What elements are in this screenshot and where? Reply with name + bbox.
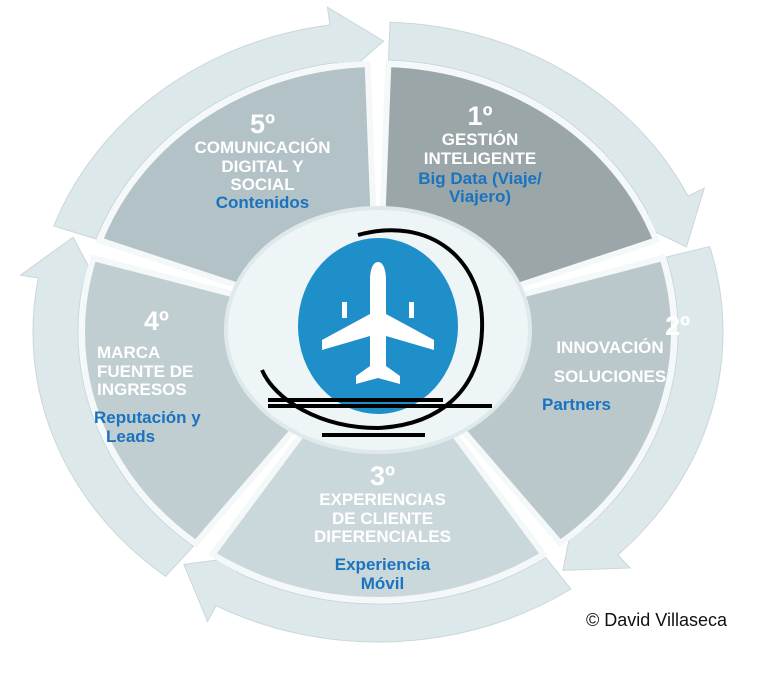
ring-arrow [562, 245, 724, 571]
step-detail: Big Data (Viaje/ [418, 168, 542, 188]
step-title: DIFERENCIALES [314, 526, 451, 546]
airplane-icon [322, 262, 434, 384]
segment-step-3 [208, 326, 548, 603]
ring-arrow [183, 555, 572, 643]
step-number: 5º [250, 109, 275, 139]
step-title: COMUNICACIÓN [194, 138, 331, 158]
step-title: GESTIÓN [441, 130, 519, 150]
step-title: INTELIGENTE [423, 148, 537, 168]
step-number: 4º [144, 306, 169, 336]
step-detail: Contenidos [215, 193, 310, 213]
track-decoration [260, 228, 492, 437]
ring-arrow [19, 236, 195, 577]
step-detail: Móvil [360, 573, 405, 593]
step-1: 1º GESTIÓN INTELIGENTE Big Data (Viaje/ … [395, 101, 565, 207]
step-detail: Viajero) [448, 187, 512, 207]
step-number: 2º [665, 311, 690, 341]
step-title: DE CLIENTE [331, 508, 434, 528]
step-number: 1º [467, 101, 493, 131]
step-title: MARCA [97, 343, 161, 363]
outer-arrow-ring [19, 6, 724, 643]
step-2: 2º INNOVACIÓN SOLUCIONES Partners [520, 311, 700, 414]
step-title: FUENTE DE [97, 361, 194, 381]
ring-arrow [53, 6, 385, 240]
step-detail: Partners [542, 394, 611, 414]
step-title: INGRESOS [97, 379, 187, 399]
step-5: 5º COMUNICACIÓN DIGITAL Y SOCIAL Conteni… [170, 109, 355, 213]
step-title: INNOVACIÓN [556, 338, 664, 358]
step-3: 3º EXPERIENCIAS DE CLIENTE DIFERENCIALES… [290, 461, 475, 593]
step-4: 4º MARCA FUENTE DE INGRESOS Reputación y… [82, 306, 252, 446]
step-title: SOLUCIONES [553, 366, 667, 386]
copyright-text: © David Villaseca [586, 610, 727, 630]
step-detail: Experiencia [334, 555, 431, 575]
step-title: SOCIAL [230, 174, 295, 194]
step-number: 3º [370, 461, 395, 491]
step-title: EXPERIENCIAS [319, 490, 446, 510]
ring-arrow [387, 21, 706, 248]
step-title: DIGITAL Y [221, 156, 304, 176]
step-detail: Reputación y [94, 408, 201, 428]
step-detail: Leads [106, 426, 156, 446]
